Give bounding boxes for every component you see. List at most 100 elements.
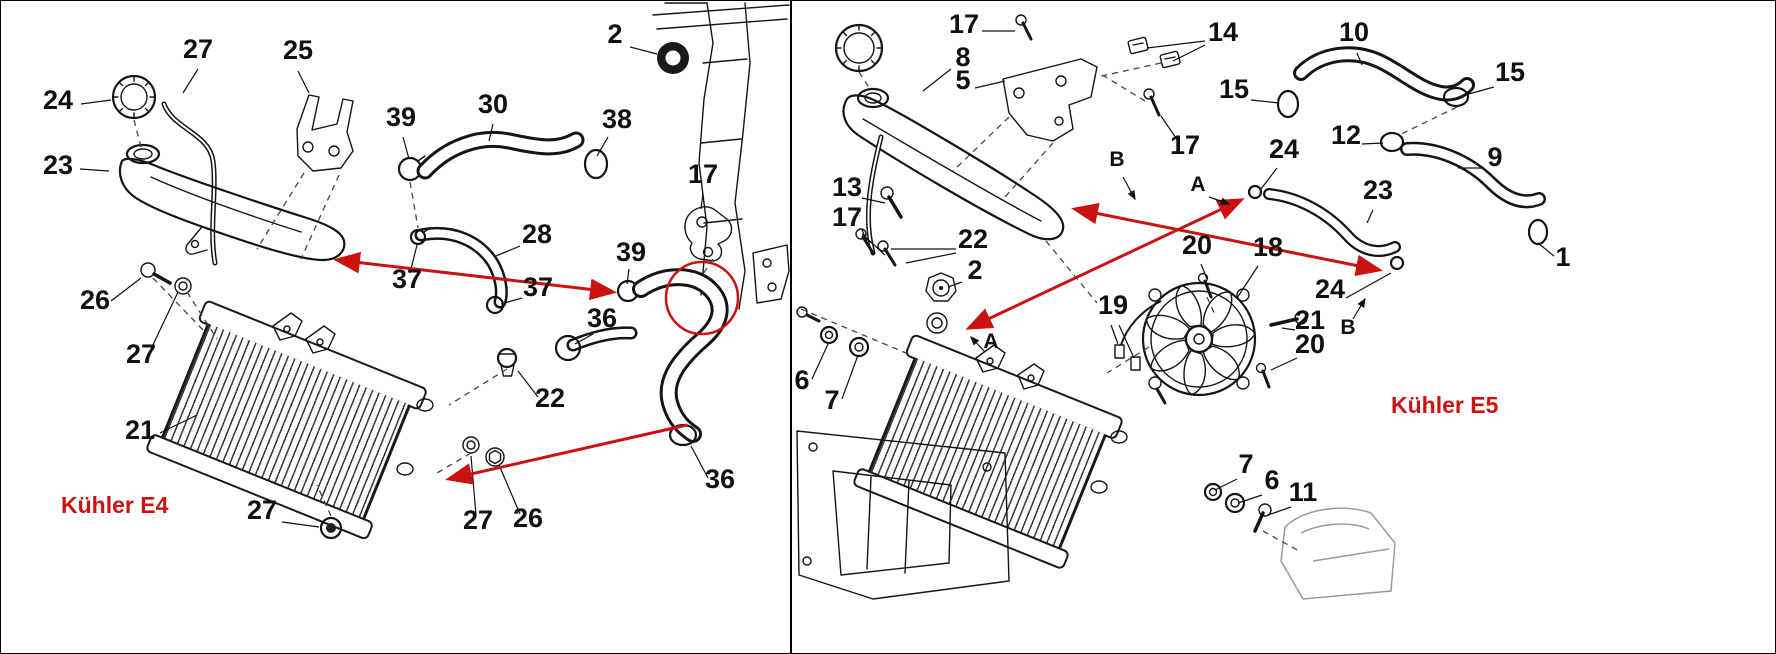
callout: 9 (1487, 142, 1502, 172)
fitting-17 (684, 206, 733, 262)
callout: 18 (1253, 232, 1283, 262)
connection-marker: B (1109, 148, 1124, 171)
callout: 8 (955, 42, 970, 72)
callout: 27 (247, 495, 277, 525)
callout-leaders (811, 30, 1555, 516)
tank-cap (834, 23, 884, 73)
callout: 21 (1295, 305, 1325, 335)
red-annotations (965, 176, 1383, 353)
connection-marker: B (1340, 316, 1355, 339)
callout: 17 (949, 9, 979, 39)
filler-neck (926, 312, 948, 334)
grommets-bolt-bottom (1203, 482, 1272, 533)
callout: 39 (386, 102, 416, 132)
panel-title-right: Kühler E5 (1391, 392, 1499, 418)
callout: 17 (832, 202, 862, 232)
bracket-5 (1002, 58, 1098, 142)
connection-marker: A (1190, 173, 1205, 196)
callout-leaders (79, 46, 709, 528)
bracket-25 (296, 94, 354, 172)
callout: 19 (1098, 290, 1128, 320)
construction-lines (133, 119, 714, 517)
callout: 13 (832, 172, 862, 202)
callout: 36 (587, 303, 617, 333)
callout: 27 (126, 339, 156, 369)
red-annotations (332, 251, 740, 485)
callout: 2 (607, 19, 622, 49)
callout: 23 (43, 150, 73, 180)
callout: 20 (1295, 329, 1325, 359)
callout: 7 (824, 385, 839, 415)
callout: 37 (392, 264, 422, 294)
panel-title-left: Kühler E4 (61, 492, 169, 518)
left-panel-art: 24 27 25 39 30 38 2 23 17 28 37 37 39 26… (43, 2, 790, 540)
hose-10 (1293, 46, 1475, 102)
ring-12 (1379, 131, 1405, 153)
callout: 17 (688, 159, 718, 189)
mid-hose-28 (414, 226, 508, 309)
hose-end-1 (1527, 218, 1549, 246)
ring-38 (583, 148, 609, 180)
callout: 24 (1315, 274, 1345, 304)
callout: 11 (1289, 477, 1318, 507)
guard-panel (796, 430, 1010, 600)
hose-9 (1400, 141, 1546, 209)
radiator-cap-2 (925, 272, 957, 302)
callout: 7 (1238, 449, 1253, 479)
right-panel-art: 17 14 10 8 5 15 15 17 12 9 24 13 23 17 2… (794, 9, 1571, 600)
washer-27c-nut-26b (462, 436, 505, 467)
callout: 6 (794, 365, 809, 395)
washer-27 (174, 277, 192, 295)
callout: 15 (1219, 74, 1249, 104)
callout: 27 (183, 34, 213, 64)
overflow-hose-27 (161, 101, 218, 266)
callout: 38 (602, 104, 632, 134)
tank-cap-24 (111, 74, 157, 120)
upper-hose-30 (416, 131, 585, 180)
callout: 22 (535, 383, 565, 413)
callout: 22 (958, 224, 988, 254)
clamp-37 (409, 227, 431, 246)
callout: 27 (463, 505, 493, 535)
callout: 1 (1555, 242, 1570, 272)
clips-14 (1127, 36, 1181, 69)
callout: 5 (955, 65, 970, 95)
screws-17 (1015, 14, 1161, 117)
callout: 36 (705, 464, 735, 494)
callout: 14 (1208, 17, 1238, 47)
frame-section (652, 2, 790, 310)
callout: 2 (967, 255, 982, 285)
callout: 26 (80, 285, 110, 315)
lower-shroud (1280, 507, 1396, 600)
main-hose (566, 268, 729, 443)
callout: 26 (513, 503, 543, 533)
callout: 39 (616, 237, 646, 267)
expansion-tank-23 (118, 143, 346, 262)
callout: 28 (522, 219, 552, 249)
callout: 37 (523, 272, 553, 302)
callout: 21 (125, 415, 155, 445)
seal-2 (657, 42, 689, 74)
radiator-fittings-right (975, 344, 1128, 494)
callout: 25 (283, 35, 313, 65)
callout: 6 (1264, 465, 1279, 495)
callout: 12 (1331, 120, 1361, 150)
bolt-26 (140, 262, 172, 285)
callout: 24 (1269, 134, 1299, 164)
grommets-left (796, 306, 870, 358)
construction-lines (800, 62, 1458, 552)
sensor-22 (496, 347, 518, 377)
rings-15 (1276, 86, 1470, 119)
radiator-fittings (272, 312, 434, 476)
grommet-27b (319, 516, 343, 540)
callout: 15 (1495, 57, 1525, 87)
clamps-24 (1247, 184, 1405, 271)
callout: 30 (478, 89, 508, 119)
callout: 10 (1339, 17, 1369, 47)
connection-marker: A (983, 330, 998, 353)
fan-18 (1141, 281, 1257, 397)
callout: 23 (1363, 175, 1393, 205)
callout: 24 (43, 85, 73, 115)
callout: 17 (1170, 130, 1200, 160)
